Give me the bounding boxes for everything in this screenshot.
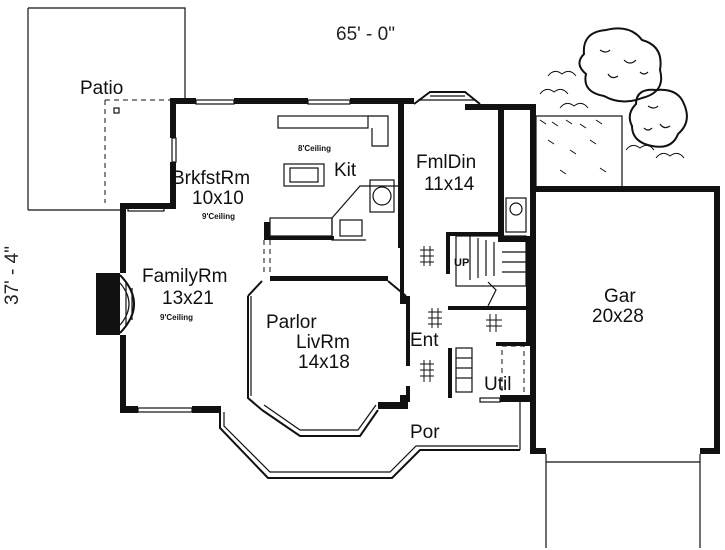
breakfast-room-name: BrkfstRm — [172, 168, 250, 189]
interior-walls — [247, 232, 534, 402]
family-dining-size: 11x14 — [424, 174, 475, 195]
width-dimension: 65' - 0" — [336, 24, 395, 45]
utility-name: Util — [484, 374, 511, 395]
parlor-size: 14x18 — [298, 352, 350, 373]
windows — [127, 99, 501, 413]
kitchen-ceiling: 8'Ceiling — [298, 144, 331, 153]
exterior-walls — [120, 98, 720, 454]
breakfast-room-size: 10x10 — [192, 188, 244, 209]
garage-name: Gar — [604, 286, 636, 307]
stairs-up-label: UP — [454, 257, 469, 269]
depth-dimension: 37' - 4" — [2, 246, 23, 305]
patio-label: Patio — [80, 78, 123, 99]
stairs — [455, 235, 527, 393]
porch — [219, 402, 521, 479]
parlor-shape — [247, 296, 263, 411]
laundry — [501, 197, 527, 397]
family-room-ceiling: 9'Ceiling — [160, 313, 193, 322]
kitchen-counters — [264, 115, 398, 241]
entry-name: Ent — [410, 330, 439, 351]
breakfast-ceiling: 9'Ceiling — [202, 212, 235, 221]
planter — [530, 115, 623, 191]
family-room-name: FamilyRm — [142, 266, 228, 287]
driveway — [545, 454, 701, 548]
closets — [420, 246, 502, 382]
kitchen-name: Kit — [334, 160, 357, 181]
living-room-name: LivRm — [296, 332, 350, 353]
porch-name: Por — [410, 422, 440, 443]
patio — [27, 7, 186, 211]
fireplace — [96, 273, 135, 335]
family-dining-name: FmlDin — [416, 152, 476, 173]
parlor-name: Parlor — [266, 312, 317, 333]
family-room-size: 13x21 — [162, 288, 214, 309]
garage-size: 20x28 — [592, 306, 644, 327]
trees — [539, 27, 688, 159]
dining-bay-window — [413, 91, 481, 105]
